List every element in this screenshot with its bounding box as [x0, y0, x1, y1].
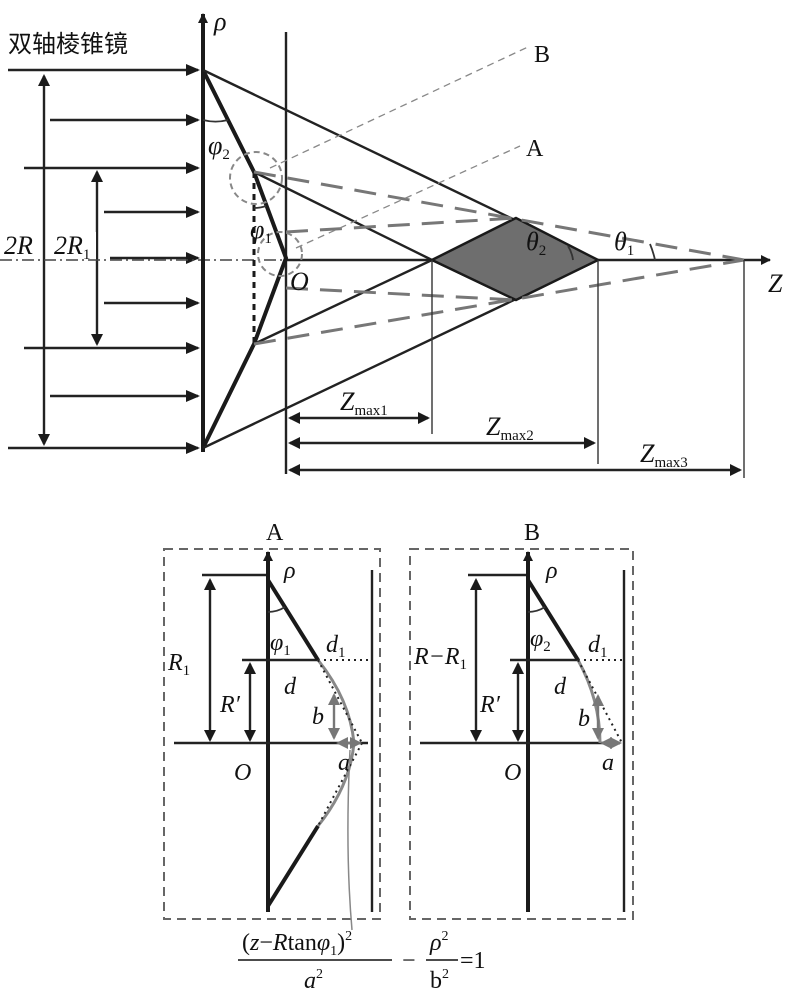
inner-ray-upper [253, 170, 433, 262]
incident-beam-arrows [8, 64, 200, 454]
label-2r: 2R [4, 231, 33, 260]
dashed-ray-center-upper [285, 216, 517, 234]
origin-label: O [290, 267, 309, 296]
label-phi1: φ1 [250, 215, 272, 247]
label-2r1: 2R1 [54, 231, 90, 263]
inset-a-a-label: a [338, 750, 350, 776]
inset-a-extension-upper [317, 659, 363, 744]
inset-a-lower-facet [266, 824, 320, 908]
inset-a-d-label: d [284, 674, 297, 700]
inset-b-extension [577, 659, 623, 744]
inset-b: B ρ R−R1 R′ O φ2 d1 d b a [409, 520, 634, 920]
inset-b-rprime-label: R′ [479, 692, 501, 718]
inset-b-phi-label: φ2 [530, 626, 551, 655]
detail-circle-a [257, 231, 303, 277]
inset-b-frame [409, 548, 634, 920]
callout-a: A [526, 136, 544, 162]
leader-line-a [295, 145, 521, 249]
axicon-surface [201, 69, 289, 449]
inset-b-d1-label: d1 [588, 632, 608, 661]
inset-b-b-label: b [578, 706, 590, 732]
angle-arc-phi2 [202, 119, 229, 123]
label-backdrop [2, 232, 42, 260]
detail-circle-b [229, 151, 283, 205]
inset-b-angle-arc [527, 606, 546, 613]
inset-a-d1-label: d1 [326, 632, 346, 661]
inset-a-angle-arc [267, 606, 286, 613]
inset-a-phi-label: φ1 [270, 630, 291, 659]
inset-b-origin: O [504, 760, 521, 786]
angle-arc-phi1 [253, 205, 267, 209]
z-axis-label: Z [768, 269, 783, 298]
inset-a-title: A [266, 520, 284, 546]
inset-b-a-label: a [602, 750, 614, 776]
inset-a-upper-facet [266, 578, 320, 662]
inset-a-frame [163, 548, 381, 920]
formula-numerator: (z−Rtanφ1)2 [242, 929, 352, 959]
label-zmax1: Zmax1 [340, 387, 388, 419]
inset-b-facet [526, 578, 580, 662]
formula-minus: − [402, 948, 416, 974]
formula-b-denominator: b2 [430, 967, 449, 994]
label-theta1: θ1 [614, 227, 634, 259]
label-zmax2: Zmax2 [486, 412, 534, 444]
inset-b-rho-label: ρ [545, 558, 558, 584]
inset-a-r1-label: R1 [167, 650, 190, 679]
inset-a-origin: O [234, 760, 251, 786]
rho-axis-label: ρ [213, 7, 226, 36]
dashed-ray-center-lower [285, 286, 517, 302]
label-phi2: φ2 [208, 131, 230, 163]
inset-a-b-label: b [312, 704, 324, 730]
top-diagram: 双轴棱锥镜 2R 2R1 Z ρ [0, 7, 783, 478]
label-theta2: θ2 [526, 227, 546, 259]
inset-b-title: B [524, 520, 540, 546]
formula-rho-numerator: ρ2 [429, 929, 449, 956]
inset-b-d-label: d [554, 674, 567, 700]
inner-ray-lower [253, 258, 433, 346]
leader-line-b [269, 45, 531, 169]
dashed-ray-lower [253, 258, 745, 346]
inset-a-rho-label: ρ [283, 558, 296, 584]
dashed-ray-upper [253, 170, 745, 262]
label-zmax3: Zmax3 [640, 439, 688, 471]
axicon-title: 双轴棱锥镜 [8, 30, 128, 58]
inset-a-extension-lower [317, 742, 363, 827]
label-backdrop [52, 232, 96, 260]
formula-equals: =1 [460, 948, 486, 974]
inset-a: A ρ R1 R′ O φ1 d1 d b a [163, 520, 381, 931]
angle-arc-theta1 [649, 243, 656, 261]
angle-arc-theta2 [567, 245, 574, 261]
inset-a-rprime-label: R′ [219, 692, 241, 718]
callout-b: B [534, 42, 550, 68]
hyperbola-equation: (z−Rtanφ1)2 a2 − ρ2 b2 =1 [238, 929, 486, 994]
formula-denominator: a2 [304, 967, 323, 994]
inset-b-r-minus-r1-label: R−R1 [413, 644, 467, 673]
inset-a-formula-leader [347, 749, 353, 931]
